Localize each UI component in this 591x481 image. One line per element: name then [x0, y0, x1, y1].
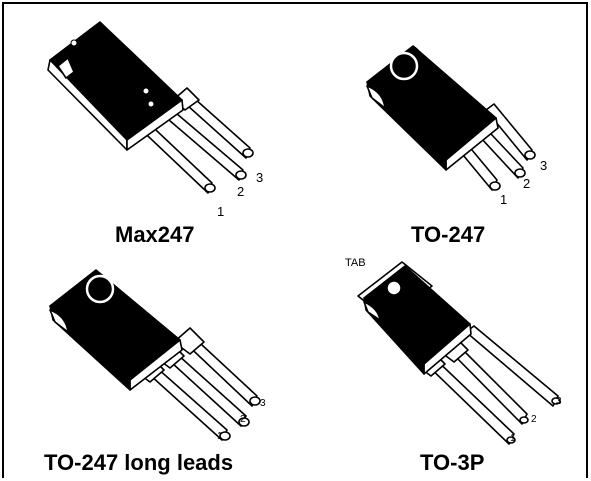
to3p-tab-label: TAB — [345, 257, 366, 269]
to247-package — [366, 45, 536, 191]
max247-pin-2: 2 — [237, 184, 245, 199]
to247-long-leads-pin-3: 3 — [260, 398, 266, 409]
to3p-pin-2: 2 — [531, 414, 537, 425]
to3p-package — [357, 261, 561, 445]
caption-to247-long-leads: TO-247 long leads — [44, 450, 234, 475]
max247-pin-3: 3 — [256, 170, 264, 185]
to247-long-leads-leads — [133, 327, 261, 441]
to247-pin-3: 3 — [540, 158, 548, 173]
caption-max247: Max247 — [115, 222, 195, 247]
to247-long-leads-package — [49, 269, 261, 441]
to3p-pin-3: 3 — [556, 396, 562, 407]
to247-pin-1: 1 — [500, 192, 508, 207]
caption-to247: TO-247 — [411, 222, 486, 247]
to3p-pin-1: 1 — [510, 433, 516, 444]
max247-pin-1: 1 — [217, 204, 225, 219]
to247-long-leads-pin-1: 1 — [217, 431, 223, 442]
to247-pin-2: 2 — [523, 176, 531, 191]
caption-to3p: TO-3P — [420, 450, 485, 475]
to247-long-leads-pin-2: 2 — [240, 414, 246, 425]
max247-package — [47, 21, 254, 194]
